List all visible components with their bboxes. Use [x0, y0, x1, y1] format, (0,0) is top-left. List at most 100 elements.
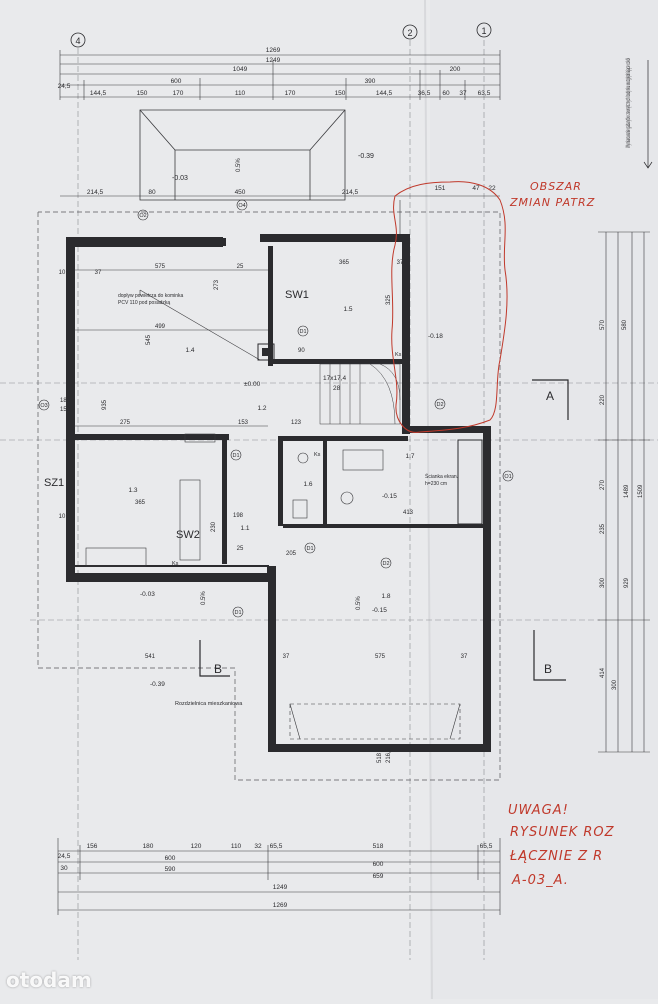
level-m018: -0.18 — [428, 333, 443, 340]
right-dim-9: 414 — [600, 667, 606, 678]
watermark-logo: otodam — [6, 968, 92, 992]
ks-3: Ks — [314, 452, 321, 458]
dim-273: 273 — [214, 279, 220, 290]
door-d1-b: D1 — [232, 453, 239, 459]
dim-575: 575 — [155, 264, 166, 270]
dim-top-row5-6: 150 — [335, 90, 346, 97]
screen-wall-note: Ścianka ekran. — [425, 472, 458, 480]
dim-row6-2: 450 — [235, 189, 246, 196]
room-1-7: 1.7 — [405, 453, 414, 460]
room-1-1: 1.1 — [240, 525, 249, 532]
dim-bottom-r1-1: 156 — [87, 843, 98, 850]
dim-325: 325 — [386, 294, 392, 305]
right-dimension-labels: 570 580 220 270 1489 1509 235 300 929 41… — [600, 319, 644, 690]
dim-123: 123 — [291, 420, 302, 426]
dim-37-d: 37 — [461, 654, 468, 660]
dim-25-a: 25 — [237, 264, 244, 270]
level-m039-top: -0.39 — [358, 153, 374, 160]
side-note: Wymiarowanie gabarytów zewnętrznych budy… — [626, 58, 632, 148]
axis-marker-2 — [402, 24, 418, 40]
side-note-text: Wymiarowanie gabarytów zewnętrznych budy… — [626, 58, 632, 148]
window-o1: O1 — [504, 474, 511, 480]
dim-bottom-r2-0: 30 — [60, 865, 68, 872]
dim-top-row5-10: 37 — [459, 90, 467, 97]
dim-top-row5-3: 170 — [173, 90, 184, 97]
right-dim-2: 220 — [600, 394, 606, 405]
dim-bottom-r1-0: 24,5 — [58, 853, 71, 860]
dim-90: 90 — [298, 348, 305, 354]
right-dim-0: 570 — [600, 319, 606, 330]
dim-205: 205 — [286, 551, 297, 557]
dim-37-c: 37 — [283, 654, 290, 660]
dim-bottom-r5-0: 1269 — [273, 902, 288, 909]
building-walls — [66, 234, 491, 752]
window-o3: O3 — [40, 403, 47, 409]
dim-bottom-r4-0: 1249 — [273, 884, 288, 891]
level-m015-b: -0.15 — [372, 607, 387, 614]
dim-row6-6: 22 — [488, 185, 496, 192]
right-dim-6: 235 — [600, 523, 606, 534]
right-dim-5: 1509 — [638, 484, 644, 498]
dim-150: 150 — [60, 407, 71, 413]
dim-top-row5-7: 144,5 — [376, 90, 393, 97]
slope-2: 0.5% — [201, 591, 207, 605]
dim-top-row5-0: 24,5 — [58, 83, 71, 90]
axis-marker-1 — [476, 22, 492, 38]
dim-bottom-r1-4: 110 — [231, 843, 242, 850]
chimney-note: dopływ powietrza do kominka — [118, 293, 184, 299]
dim-10-b: 10 — [59, 514, 66, 520]
axis-label-1: 1 — [481, 26, 486, 36]
level-m003: -0.03 — [172, 175, 188, 182]
dim-25-b: 25 — [237, 546, 244, 552]
annotation-top: OBSZAR ZMIAN PATRZ — [509, 180, 595, 209]
dim-top-200: 200 — [450, 66, 461, 73]
annotation-top-line-2: ZMIAN PATRZ — [509, 196, 595, 209]
dim-153: 153 — [238, 420, 249, 426]
label-sw2: SW2 — [176, 529, 200, 541]
dim-275: 275 — [120, 420, 131, 426]
dim-541: 541 — [145, 654, 156, 660]
dim-top-1049: 1049 — [233, 66, 248, 73]
annotation-top-line-1: OBSZAR — [530, 180, 582, 193]
dim-37-a: 37 — [95, 270, 102, 276]
dim-10-a: 10 — [59, 270, 66, 276]
dim-bottom-r2-2: 600 — [373, 861, 384, 868]
chimney-block — [257, 343, 275, 361]
dim-bottom-r1-2: 180 — [143, 843, 154, 850]
dim-top-row5-1: 144,5 — [90, 90, 107, 97]
annotation-bottom-line-1: UWAGA! — [508, 803, 569, 818]
dim-bottom-r2-1: 600 — [165, 855, 176, 862]
label-sw1: SW1 — [285, 289, 309, 301]
right-dim-10: 300 — [612, 679, 618, 690]
label-sz1: SZ1 — [44, 477, 64, 489]
room-1-5: 1.5 — [343, 306, 352, 313]
dim-bottom-r1-8: 65,5 — [480, 843, 493, 850]
level-zero: ±0.00 — [244, 381, 261, 388]
dim-413: 413 — [403, 510, 414, 516]
distribution-board-label: Rozdzielnica mieszkaniowa — [175, 701, 243, 707]
dim-180: 180 — [60, 398, 71, 404]
annotation-bottom-line-3: ŁĄCZNIE Z R — [509, 849, 603, 864]
room-1-6: 1.6 — [303, 481, 312, 488]
dim-top-row5-4: 110 — [235, 90, 246, 97]
annotation-bottom-line-2: RYSUNEK ROZ — [510, 825, 615, 840]
dim-row6-1: 80 — [148, 189, 156, 196]
window-o4: O4 — [238, 203, 245, 209]
dim-198: 198 — [233, 513, 244, 519]
room-1-3: 1.3 — [128, 487, 137, 494]
axis-markers: 4 2 1 — [70, 22, 492, 48]
room-1-8: 1.8 — [381, 593, 390, 600]
dim-top-390: 390 — [365, 78, 376, 85]
section-b-left: B — [214, 662, 222, 676]
dim-bottom-r1-6: 65,5 — [270, 843, 283, 850]
dim-499: 499 — [155, 324, 166, 330]
stair-tread: 28 — [333, 385, 341, 392]
dim-top-row5-2: 150 — [137, 90, 148, 97]
dim-37-b: 37 — [397, 260, 404, 266]
annotation-bottom-line-4: A-03_A. — [511, 873, 569, 888]
dim-row6-5: 47 — [472, 185, 480, 192]
slope-3: 0.5% — [356, 596, 362, 610]
dim-row6-4: 151 — [435, 185, 446, 192]
